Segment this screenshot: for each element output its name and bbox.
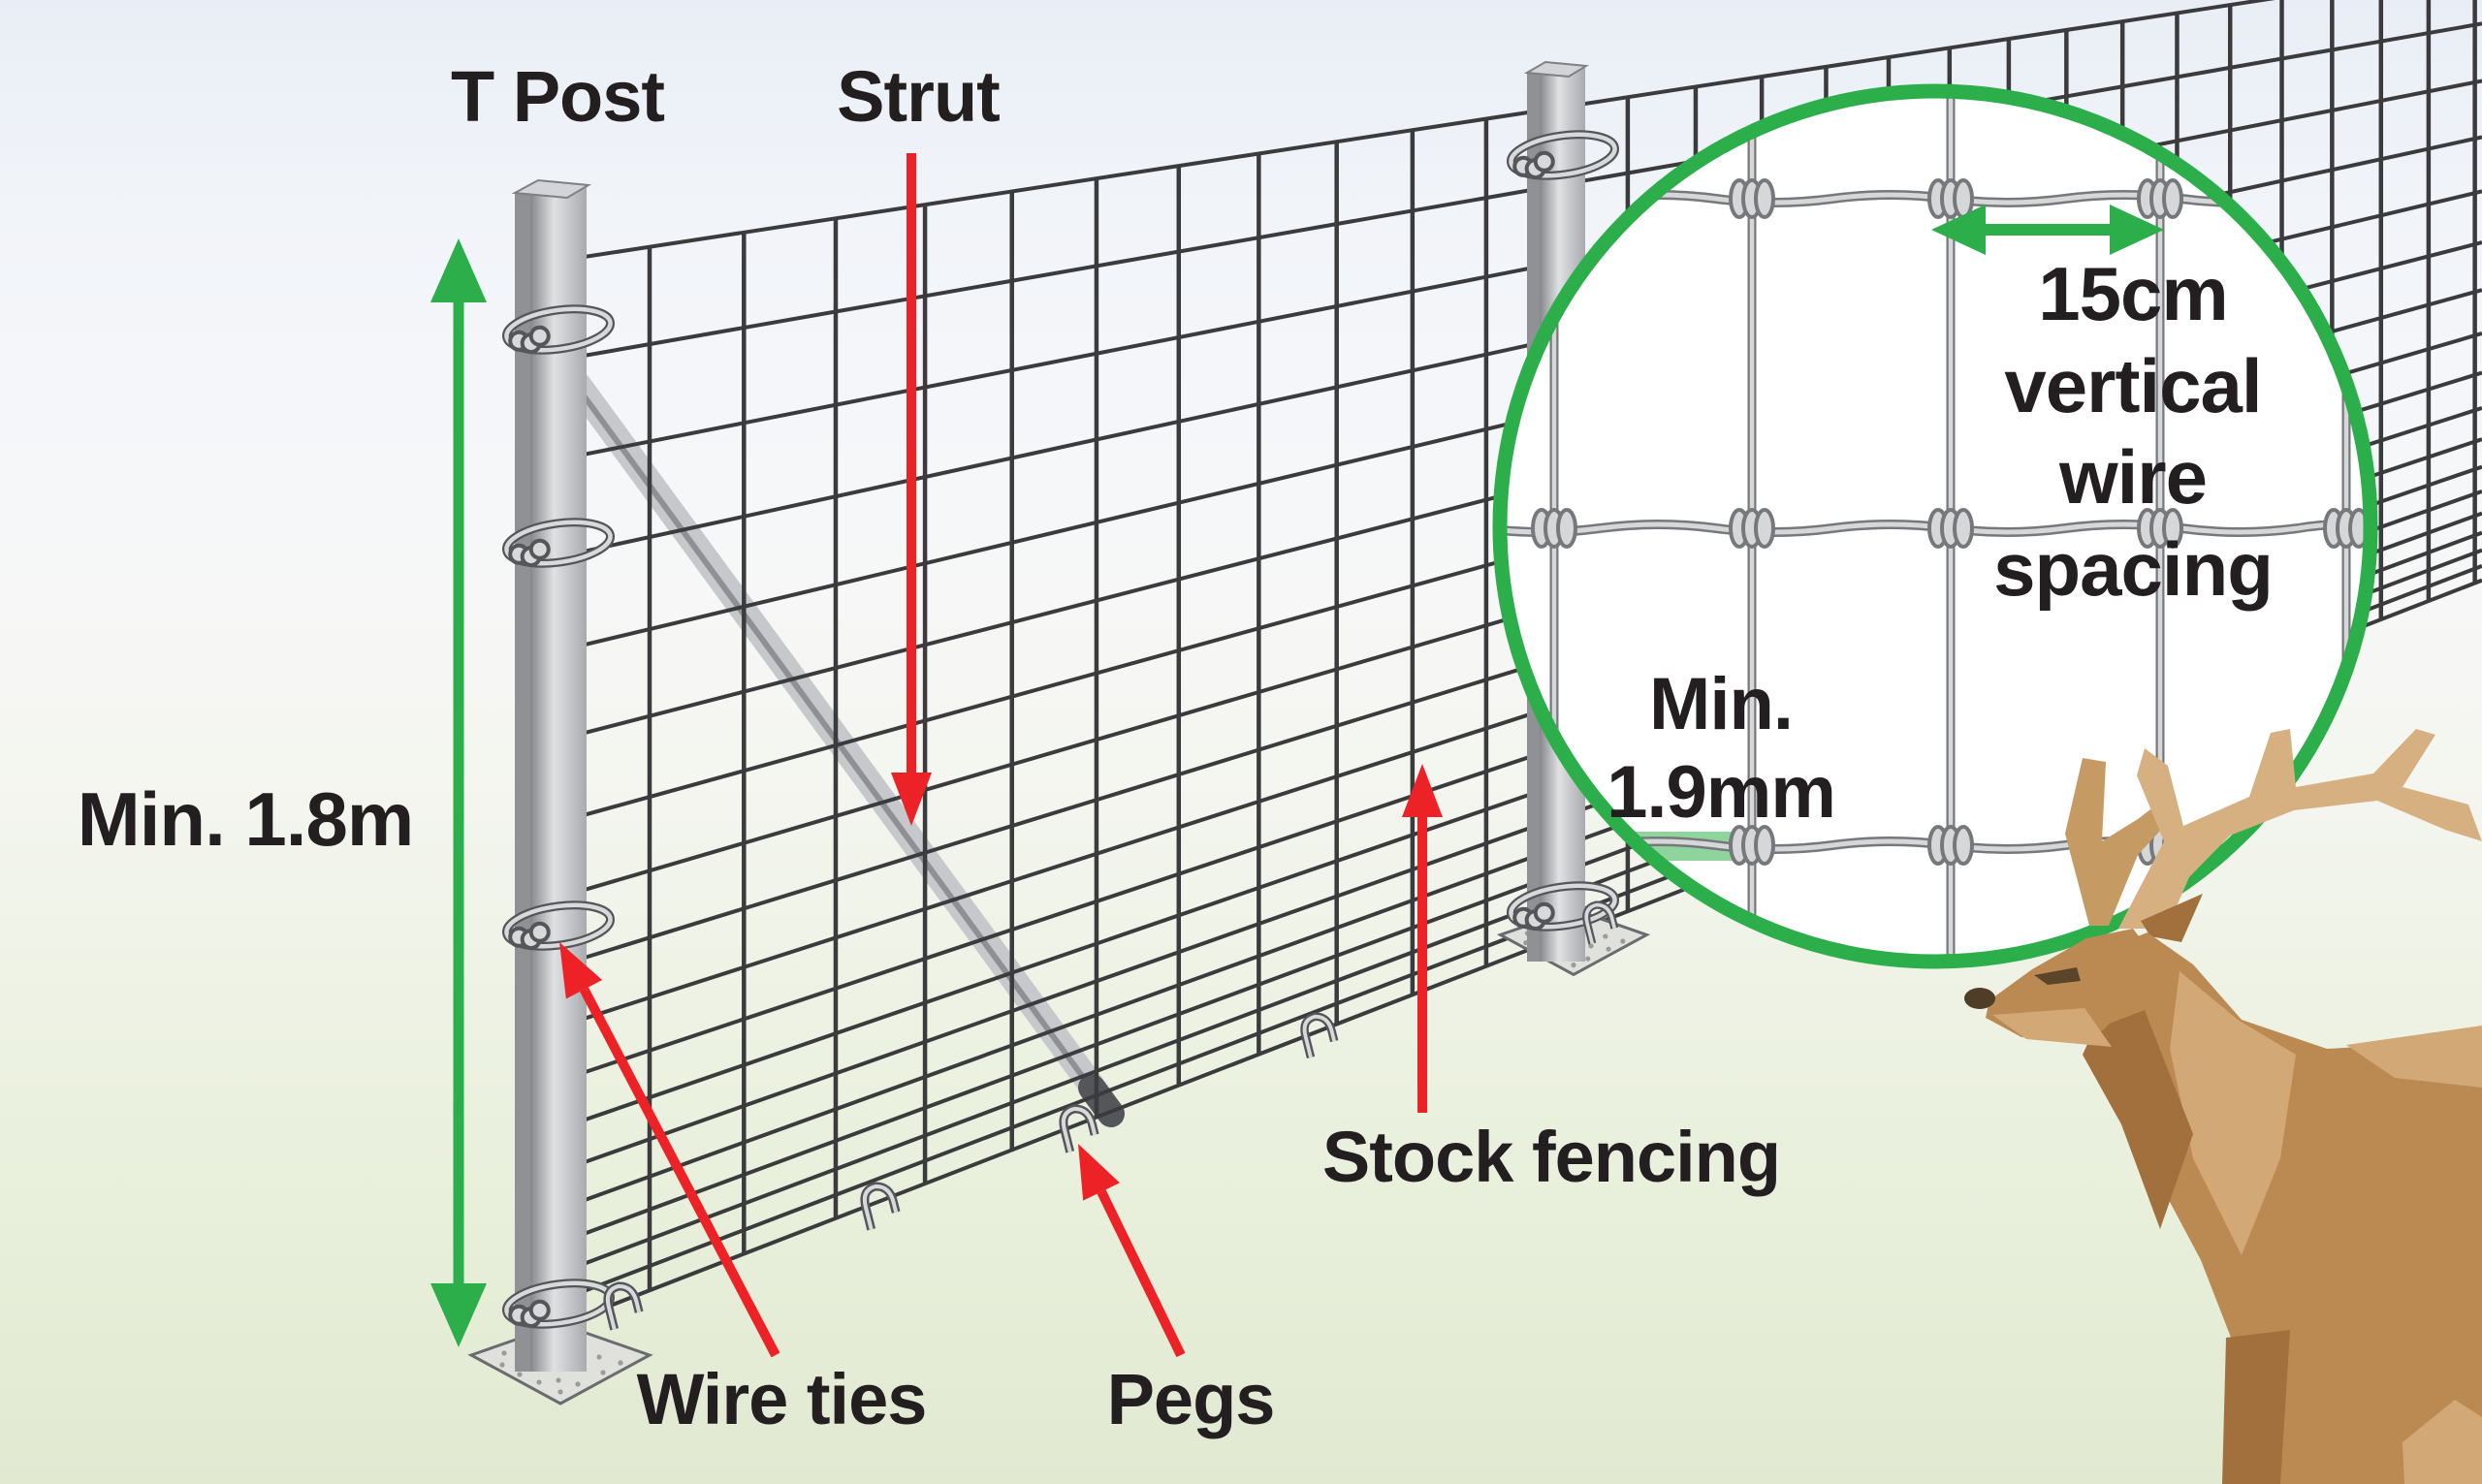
pointer-arrows [559,153,1443,1358]
height-measure-arrow [430,238,487,1347]
ground-pegs [603,900,1619,1331]
label-stock-fencing: Stock fencing [1321,1117,1781,1197]
label-min-height: Min. 1.8m [77,776,414,862]
deer-illustration [1964,729,2482,1484]
label-t-post: T Post [450,56,665,137]
inset-label-spacing: spacing [1993,526,2274,612]
label-strut: Strut [837,56,1001,137]
inset-label-gauge: 1.9mm [1607,751,1836,834]
t-posts [511,60,1590,1372]
inset-label-wire: wire [2058,434,2208,520]
inset-label-min: Min. [1649,663,1794,745]
inset-label-15cm: 15cm [2038,251,2228,336]
label-wire-ties: Wire ties [636,1359,928,1439]
label-pegs: Pegs [1106,1359,1276,1439]
inset-label-vertical: vertical [2004,343,2262,428]
